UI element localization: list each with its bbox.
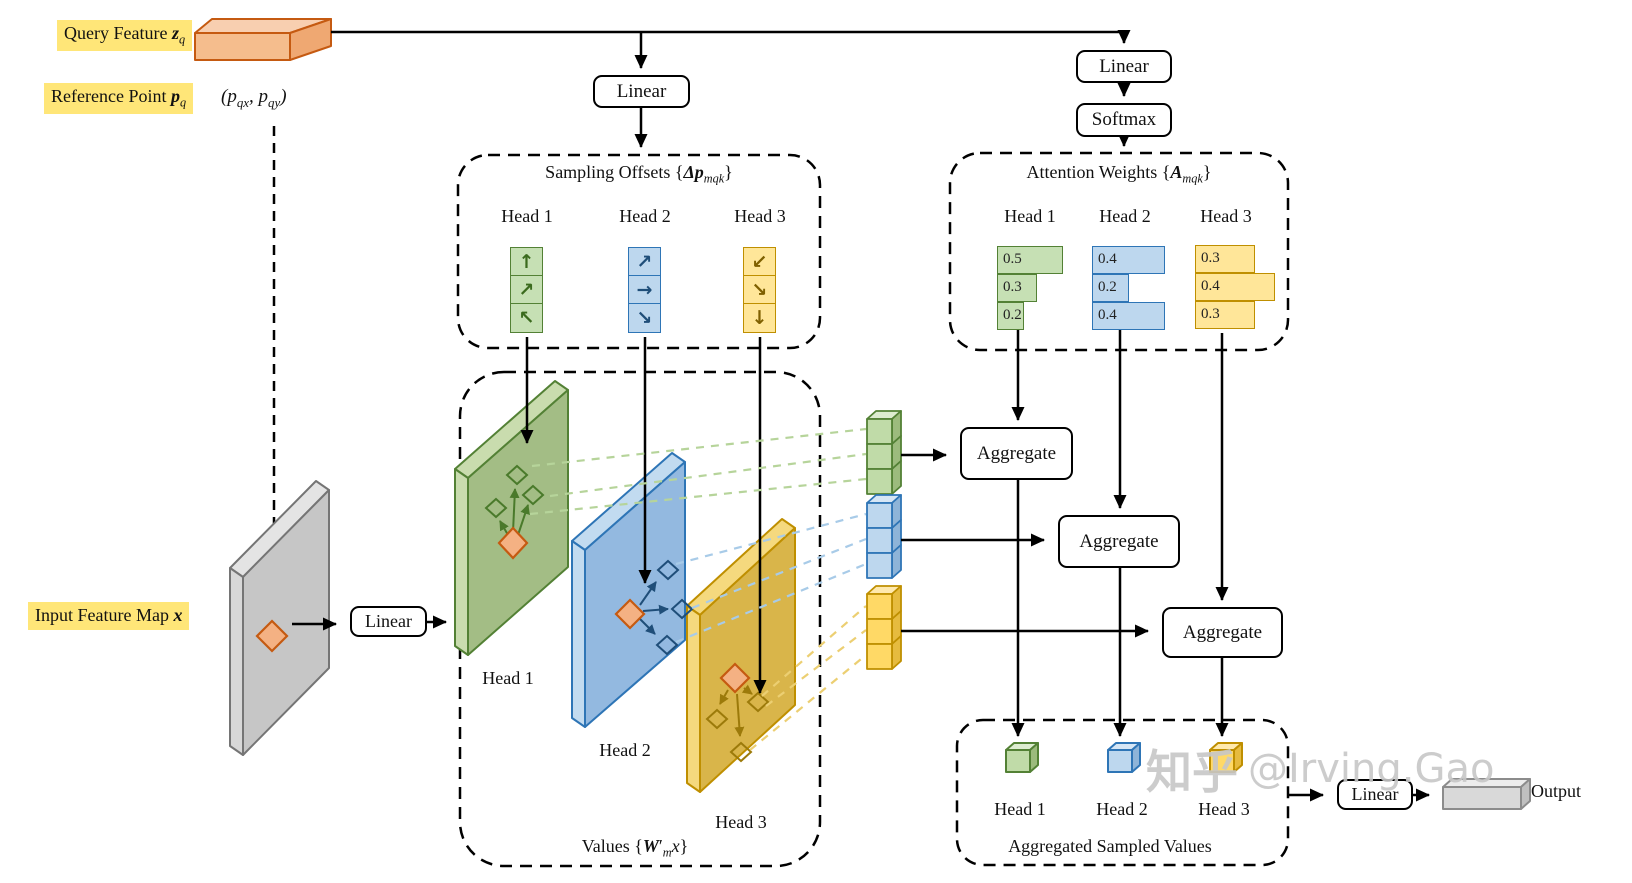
attention-bar: 0.4 — [1092, 302, 1165, 330]
sampled-value-connectors — [529, 427, 867, 751]
offset-arrow-down-left-icon: ↙ — [743, 247, 776, 277]
offsets-column-head3: ↙ ↘ ↓ — [743, 247, 776, 334]
offset-arrow-up-right-icon: ↗ — [510, 275, 543, 306]
output-bar — [1442, 778, 1531, 810]
linear-box-values: Linear — [350, 606, 427, 637]
values-head3-label: Head 3 — [715, 812, 767, 832]
offset-arrow-up-right-icon: ↗ — [628, 247, 661, 277]
offset-arrow-up-icon: ↑ — [510, 247, 543, 277]
sampled-values-column-head3 — [866, 585, 902, 670]
offset-arrow-down-right-icon: ↘ — [628, 303, 661, 334]
offset-to-value-arrows — [520, 337, 767, 694]
sampled-values-column-head1 — [866, 410, 902, 495]
sampling-pattern-head3 — [705, 662, 770, 763]
input-feature-map-slab — [229, 480, 330, 756]
value-map-head2 — [571, 452, 686, 728]
input-flow-arrows — [292, 615, 447, 631]
sampling-offsets-title: Sampling Offsets {Δpmqk} — [545, 162, 733, 186]
attention-bar: 0.2 — [997, 302, 1024, 330]
output-label: Output — [1531, 781, 1582, 801]
aggregated-values-title: Aggregated Sampled Values — [1008, 836, 1212, 856]
attention-bar: 0.3 — [1195, 301, 1255, 329]
offsets-column-head1: ↑ ↗ ↖ — [510, 247, 543, 334]
aggregate-box-head1: Aggregate — [960, 427, 1073, 480]
attention-head2-label: Head 2 — [1099, 206, 1151, 226]
attention-bar: 0.5 — [997, 246, 1063, 274]
aggregated-head2-label: Head 2 — [1096, 799, 1148, 819]
aggregate-box-head3: Aggregate — [1162, 607, 1283, 658]
aggregated-cube-head3 — [1209, 742, 1243, 773]
value-map-head1 — [454, 380, 569, 656]
offset-arrow-up-left-icon: ↖ — [510, 303, 543, 334]
attention-bar: 0.4 — [1092, 246, 1165, 274]
offsets-head3-label: Head 3 — [734, 206, 786, 226]
aggregated-values-box — [955, 718, 1290, 867]
attention-bar: 0.4 — [1195, 273, 1275, 301]
sampled-values-column-head2 — [866, 494, 902, 579]
offset-arrow-right-icon: → — [628, 275, 661, 306]
aggregate-flow-lines — [901, 330, 1430, 802]
watermark: 知乎 @Irving.Gao — [1146, 736, 1494, 802]
softmax-box: Softmax — [1076, 103, 1172, 137]
query-feature-bar — [194, 18, 332, 61]
offset-arrow-down-right-icon: ↘ — [743, 275, 776, 306]
attention-bar: 0.3 — [1195, 245, 1255, 273]
sampling-pattern-head1 — [484, 464, 545, 560]
offsets-column-head2: ↗ → ↘ — [628, 247, 661, 334]
watermark-cn-text: 知乎 — [1146, 745, 1238, 799]
values-title: Values {W′mx} — [581, 836, 689, 860]
attention-bar: 0.3 — [997, 274, 1037, 302]
input-feature-map-label: Input Feature Map x — [28, 602, 190, 630]
attention-head3-label: Head 3 — [1200, 206, 1252, 226]
aggregated-cube-head1 — [1005, 742, 1039, 773]
reference-point-label: Reference Point pq — [44, 83, 194, 114]
attention-weights-title: Attention Weights {Amqk} — [1026, 162, 1212, 186]
offsets-head2-label: Head 2 — [619, 206, 671, 226]
aggregated-head3-label: Head 3 — [1198, 799, 1250, 819]
sampling-pattern-head2 — [614, 559, 694, 656]
values-head2-label: Head 2 — [599, 740, 651, 760]
offset-arrow-down-icon: ↓ — [743, 303, 776, 334]
reference-coords-label: (pqx, pqy) — [221, 86, 287, 110]
aggregated-head1-label: Head 1 — [994, 799, 1046, 819]
aggregated-cube-head2 — [1107, 742, 1141, 773]
attention-bar: 0.2 — [1092, 274, 1129, 302]
query-feature-flow-lines — [331, 30, 1131, 148]
values-head1-label: Head 1 — [482, 668, 534, 688]
offsets-head1-label: Head 1 — [501, 206, 553, 226]
linear-box-offsets: Linear — [593, 75, 690, 108]
aggregate-box-head2: Aggregate — [1058, 515, 1180, 568]
sampling-offsets-box — [456, 153, 822, 350]
query-feature-label: Query Feature zq — [57, 20, 193, 51]
linear-box-output: Linear — [1337, 779, 1413, 810]
watermark-handle-text: @Irving.Gao — [1248, 746, 1495, 792]
attention-head1-label: Head 1 — [1004, 206, 1056, 226]
reference-point-marker — [255, 619, 289, 653]
value-map-head3 — [686, 518, 796, 793]
linear-box-attention: Linear — [1076, 50, 1172, 83]
